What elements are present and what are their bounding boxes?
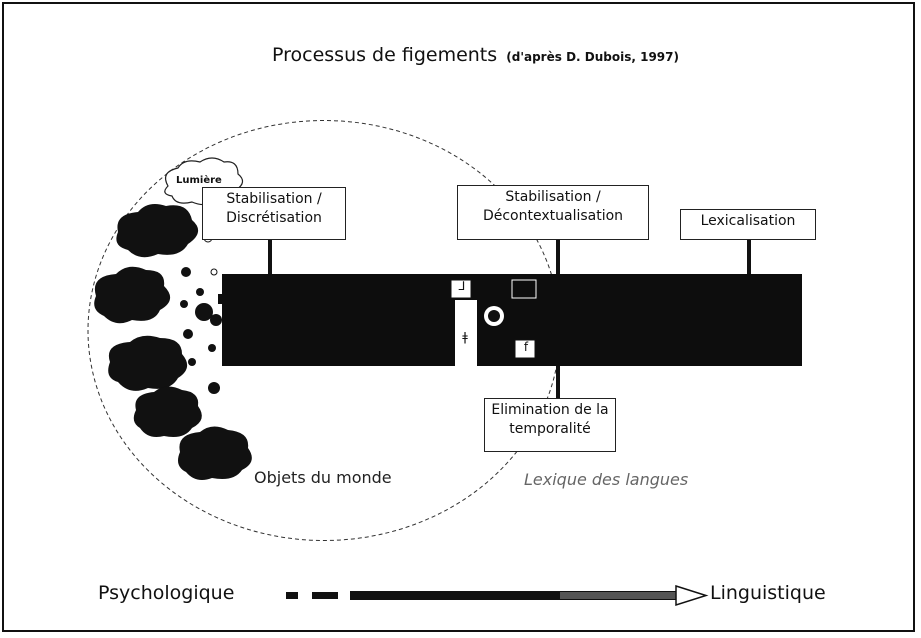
cloud-3 xyxy=(108,335,188,391)
axis-label-psychologique: Psychologique xyxy=(98,582,235,604)
axis-dash-1 xyxy=(286,592,298,599)
square-mid xyxy=(511,279,537,299)
stage-box-1: Stabilisation / Discrétisation xyxy=(202,187,346,240)
axis-bar xyxy=(350,591,676,600)
cloud-label-lumiere: Lumière xyxy=(176,175,222,186)
bar-gap xyxy=(455,300,477,370)
stage-box-2: Stabilisation / Décontextualisation xyxy=(457,185,649,240)
slide-title: Processus de figements (d'après D. Duboi… xyxy=(272,44,679,66)
cloud-1 xyxy=(116,204,199,258)
axis-dash-2 xyxy=(312,592,338,599)
cloud-5 xyxy=(178,426,252,480)
axis-arrowhead xyxy=(675,584,709,607)
particles xyxy=(180,233,222,394)
square-top-glyph: ⅃ xyxy=(458,279,466,293)
square-bottom-glyph: f xyxy=(523,340,529,354)
cloud-2 xyxy=(94,266,171,324)
cloud-4 xyxy=(133,386,202,437)
world-circle-arc xyxy=(87,120,561,541)
axis-bar-fade xyxy=(560,592,676,599)
square-bottom xyxy=(514,339,536,359)
stage-box-3: Lexicalisation xyxy=(680,209,816,240)
title-source: (d'après D. Dubois, 1997) xyxy=(506,50,679,64)
dark-clouds xyxy=(94,204,252,480)
gap-glyph: ǂ xyxy=(462,330,468,344)
circle-mark-inner xyxy=(488,310,500,322)
axis-label-linguistique: Linguistique xyxy=(710,582,826,604)
stage-box-below: Elimination de la temporalité xyxy=(484,398,616,452)
caption-objets-du-monde: Objets du monde xyxy=(254,468,392,487)
square-top xyxy=(450,279,472,299)
title-main: Processus de figements xyxy=(272,44,498,66)
bar-notch-left xyxy=(218,294,232,304)
caption-lexique-des-langues: Lexique des langues xyxy=(524,470,689,489)
